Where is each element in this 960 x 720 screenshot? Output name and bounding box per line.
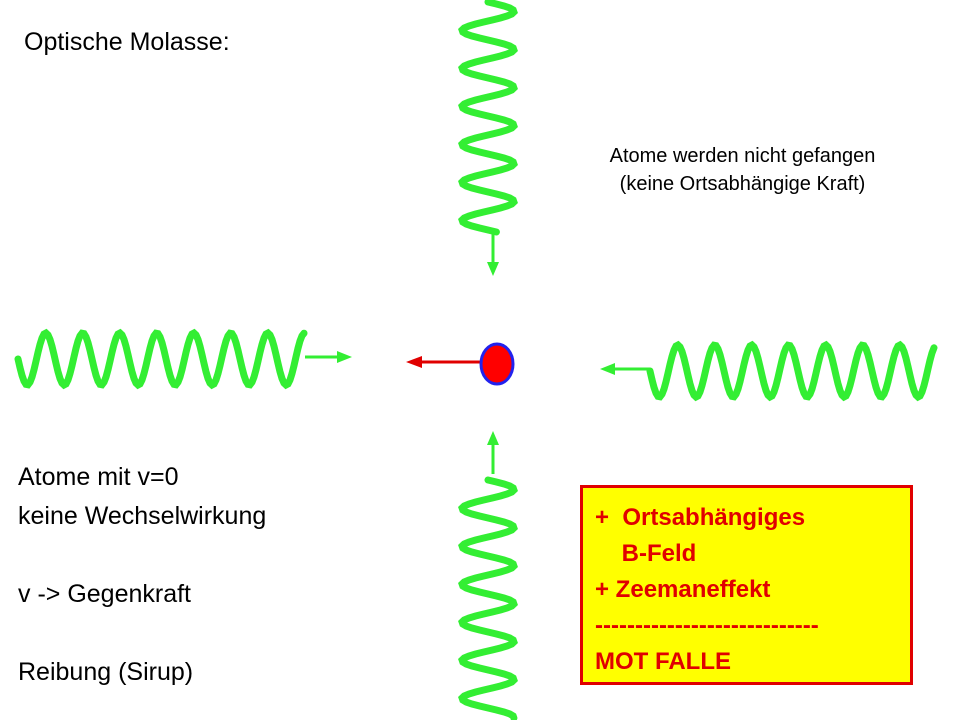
trap-note-line-1: Atome werden nicht gefangen: [609, 145, 876, 167]
laser-arrow-bottom: [487, 431, 499, 474]
laser-wave-left: [14, 328, 308, 390]
explanation-line-3: v -> Gegenkraft: [18, 580, 191, 608]
explanation-line-2: keine Wechselwirkung: [18, 502, 267, 530]
explanation-line-1: Atome mit v=0: [18, 463, 179, 491]
velocity-arrow: [406, 356, 480, 368]
mot-line-3: + Zeemaneffekt: [595, 576, 771, 603]
trap-note-line-2: (keine Ortsabhängige Kraft): [619, 173, 866, 195]
mot-line-5: MOT FALLE: [595, 648, 731, 675]
mot-line-1: + Ortsabhängiges: [595, 504, 806, 531]
mot-line-2: B-Feld: [595, 540, 697, 567]
laser-arrow-left: [305, 351, 352, 363]
mot-box: + Ortsabhängiges B-Feld + Zeemaneffekt -…: [580, 485, 913, 685]
laser-wave-bottom: [458, 476, 518, 720]
laser-arrow-top: [487, 232, 499, 276]
laser-arrow-right: [600, 363, 650, 375]
trap-note: Atome werden nicht gefangen (keine Ortsa…: [545, 142, 940, 198]
slide-title: Optische Molasse:: [24, 28, 230, 56]
atom: [479, 342, 515, 386]
molasses-explanation: Atome mit v=0 keine Wechselwirkung v -> …: [18, 458, 266, 692]
laser-wave-top: [458, 0, 518, 236]
laser-wave-right: [646, 340, 938, 402]
mot-line-4: ----------------------------: [595, 612, 819, 639]
explanation-line-4: Reibung (Sirup): [18, 658, 194, 686]
